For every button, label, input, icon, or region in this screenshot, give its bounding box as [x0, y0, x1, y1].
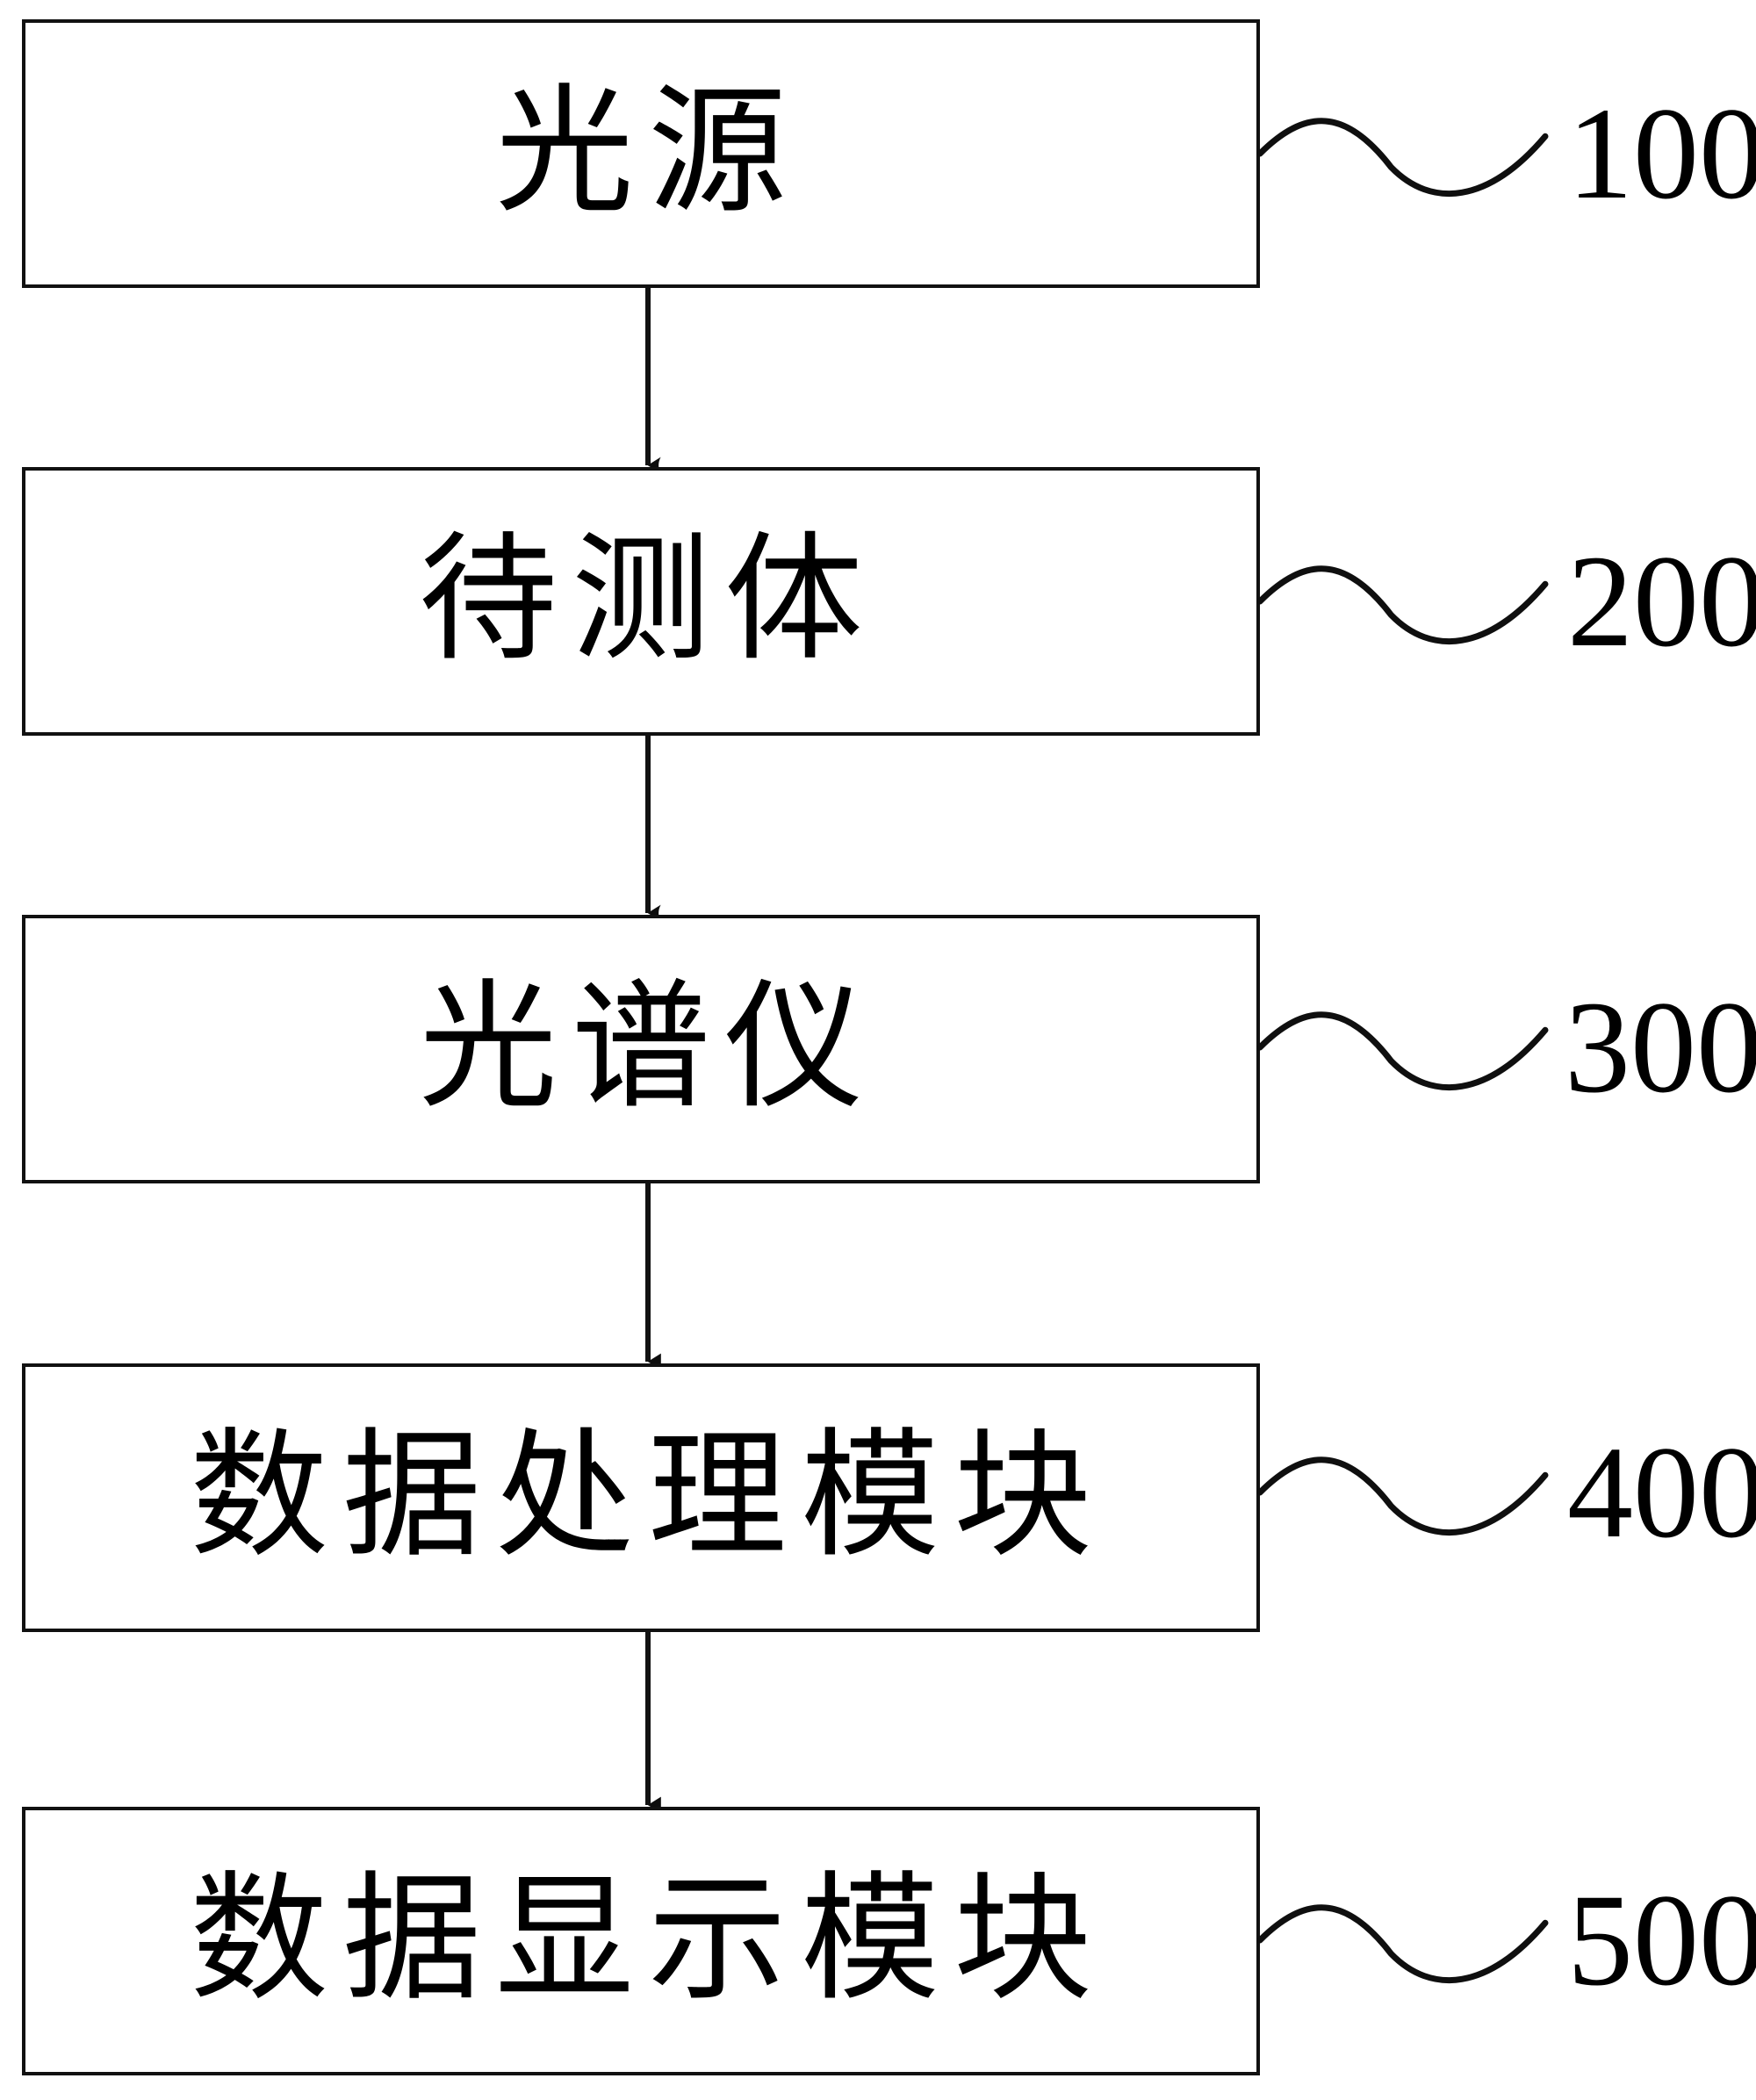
- leader-line-spectrometer: [1256, 1011, 1549, 1091]
- reference-numeral-100: 100: [1567, 81, 1756, 227]
- block-light-source: 光源: [22, 19, 1260, 288]
- block-label-object-under-test: 待测体: [419, 524, 877, 678]
- block-object-under-test: 待测体: [22, 467, 1260, 736]
- block-spectrometer: 光谱仪: [22, 915, 1260, 1183]
- leader-line-object-under-test: [1256, 565, 1549, 645]
- reference-numeral-500: 500: [1567, 1867, 1756, 2013]
- block-data-processing-module: 数据处理模块: [22, 1363, 1260, 1632]
- block-label-data-processing-module: 数据处理模块: [190, 1420, 1106, 1574]
- reference-numeral-400: 400: [1567, 1420, 1756, 1565]
- leader-line-light-source: [1256, 118, 1549, 198]
- block-label-data-display-module: 数据显示模块: [190, 1864, 1106, 2017]
- block-label-light-source: 光源: [495, 76, 801, 230]
- reference-numeral-300: 300: [1565, 974, 1756, 1120]
- block-data-display-module: 数据显示模块: [22, 1807, 1260, 2075]
- leader-line-data-display-module: [1256, 1904, 1549, 1984]
- reference-numeral-200: 200: [1567, 529, 1756, 674]
- leader-line-data-processing-module: [1256, 1456, 1549, 1536]
- block-label-spectrometer: 光谱仪: [419, 972, 877, 1126]
